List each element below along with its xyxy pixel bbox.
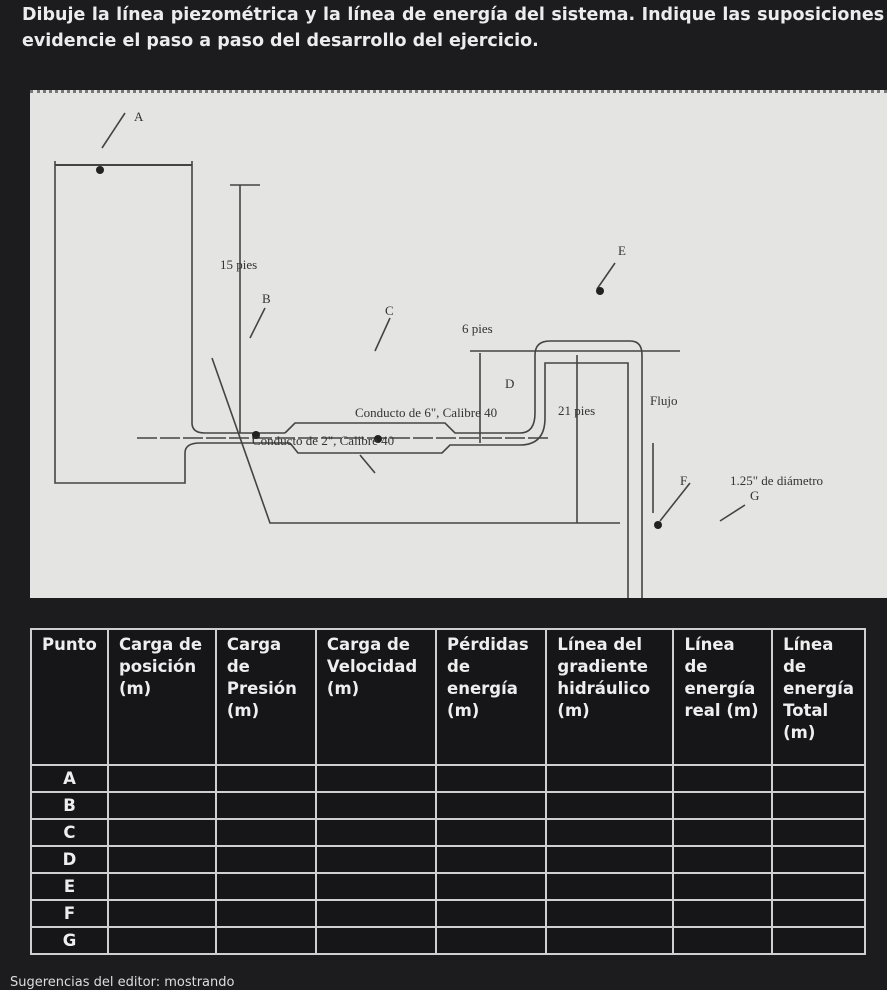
value-cell[interactable] bbox=[545, 899, 675, 928]
point-a-label: A bbox=[134, 109, 144, 124]
point-d-label: D bbox=[505, 376, 514, 391]
value-cell[interactable] bbox=[545, 791, 675, 820]
value-cell[interactable] bbox=[314, 764, 438, 793]
tank bbox=[54, 161, 290, 484]
point-cell: A bbox=[30, 764, 109, 793]
value-cell[interactable] bbox=[106, 764, 217, 793]
value-cell[interactable] bbox=[435, 845, 548, 874]
point-g-label: G bbox=[750, 488, 759, 503]
pipe-system-diagram: A B C D E F G 15 pies 6 pies 21 pies Flu… bbox=[30, 90, 887, 683]
table-row: A bbox=[30, 764, 866, 793]
value-cell[interactable] bbox=[771, 791, 866, 820]
value-cell[interactable] bbox=[435, 791, 548, 820]
point-cell: G bbox=[30, 926, 109, 955]
value-cell[interactable] bbox=[672, 926, 774, 955]
value-cell[interactable] bbox=[435, 818, 548, 847]
value-cell[interactable] bbox=[214, 899, 317, 928]
dim-6-label: 6 pies bbox=[462, 321, 493, 336]
point-cell: C bbox=[30, 818, 109, 847]
value-cell[interactable] bbox=[106, 845, 217, 874]
point-cell: F bbox=[30, 899, 109, 928]
value-cell[interactable] bbox=[214, 872, 317, 901]
table-row: F bbox=[30, 899, 866, 928]
dim-15-label: 15 pies bbox=[220, 257, 257, 272]
value-cell[interactable] bbox=[771, 926, 866, 955]
value-cell[interactable] bbox=[214, 926, 317, 955]
value-cell[interactable] bbox=[314, 818, 438, 847]
table-row: C bbox=[30, 818, 866, 847]
editor-suggestions-text: Sugerencias del editor: mostrando bbox=[10, 975, 235, 990]
value-cell[interactable] bbox=[771, 872, 866, 901]
value-cell[interactable] bbox=[672, 872, 774, 901]
results-table: Punto Carga de posición (m) Carga de Pre… bbox=[30, 628, 866, 955]
value-cell[interactable] bbox=[214, 845, 317, 874]
value-cell[interactable] bbox=[545, 764, 675, 793]
value-cell[interactable] bbox=[106, 899, 217, 928]
point-e-label: E bbox=[618, 243, 626, 258]
header-perdidas: Pérdidas de energía (m) bbox=[435, 628, 548, 766]
header-energia-real: Línea de energía real (m) bbox=[672, 628, 774, 766]
value-cell[interactable] bbox=[545, 818, 675, 847]
point-f-label: F bbox=[680, 473, 687, 488]
table-row: B bbox=[30, 791, 866, 820]
value-cell[interactable] bbox=[106, 926, 217, 955]
value-cell[interactable] bbox=[435, 926, 548, 955]
value-cell[interactable] bbox=[106, 872, 217, 901]
value-cell[interactable] bbox=[672, 845, 774, 874]
value-cell[interactable] bbox=[314, 926, 438, 955]
value-cell[interactable] bbox=[771, 764, 866, 793]
value-cell[interactable] bbox=[214, 764, 317, 793]
pipe-6in bbox=[284, 340, 643, 623]
point-b-label: B bbox=[262, 291, 271, 306]
value-cell[interactable] bbox=[771, 845, 866, 874]
value-cell[interactable] bbox=[771, 899, 866, 928]
header-carga-posicion: Carga de posición (m) bbox=[106, 628, 217, 766]
table-row: D bbox=[30, 845, 866, 874]
pipe-6in-label: Conducto de 6", Calibre 40 bbox=[355, 405, 497, 420]
header-punto: Punto bbox=[30, 628, 109, 766]
pipe-2in-label: Conducto de 2", Calibre 40 bbox=[252, 433, 394, 448]
value-cell[interactable] bbox=[771, 818, 866, 847]
value-cell[interactable] bbox=[106, 791, 217, 820]
value-cell[interactable] bbox=[314, 791, 438, 820]
header-carga-presion: Carga de Presión (m) bbox=[214, 628, 317, 766]
table-row: G bbox=[30, 926, 866, 955]
dim-21-label: 21 pies bbox=[558, 403, 595, 418]
value-cell[interactable] bbox=[214, 791, 317, 820]
value-cell[interactable] bbox=[672, 764, 774, 793]
value-cell[interactable] bbox=[214, 818, 317, 847]
value-cell[interactable] bbox=[435, 899, 548, 928]
value-cell[interactable] bbox=[672, 899, 774, 928]
value-cell[interactable] bbox=[672, 791, 774, 820]
point-c-label: C bbox=[385, 303, 394, 318]
point-cell: D bbox=[30, 845, 109, 874]
point-cell: E bbox=[30, 872, 109, 901]
value-cell[interactable] bbox=[106, 818, 217, 847]
header-carga-velocidad: Carga de Velocidad (m) bbox=[314, 628, 438, 766]
value-cell[interactable] bbox=[545, 872, 675, 901]
value-cell[interactable] bbox=[314, 899, 438, 928]
value-cell[interactable] bbox=[435, 872, 548, 901]
value-cell[interactable] bbox=[545, 926, 675, 955]
value-cell[interactable] bbox=[435, 764, 548, 793]
header-energia-total: Línea de energía Total (m) bbox=[771, 628, 866, 766]
nozzle-label: 1.25" de diámetro bbox=[730, 473, 823, 488]
diagram-svg: A B C D E F G 15 pies 6 pies 21 pies Flu… bbox=[54, 109, 823, 683]
flow-label: Flujo bbox=[650, 393, 677, 408]
header-gradiente: Línea del gradiente hidráulico (m) bbox=[545, 628, 675, 766]
instruction-text: Dibuje la línea piezométrica y la línea … bbox=[22, 5, 887, 51]
value-cell[interactable] bbox=[545, 845, 675, 874]
point-cell: B bbox=[30, 791, 109, 820]
value-cell[interactable] bbox=[314, 872, 438, 901]
value-cell[interactable] bbox=[314, 845, 438, 874]
value-cell[interactable] bbox=[672, 818, 774, 847]
table-row: E bbox=[30, 872, 866, 901]
